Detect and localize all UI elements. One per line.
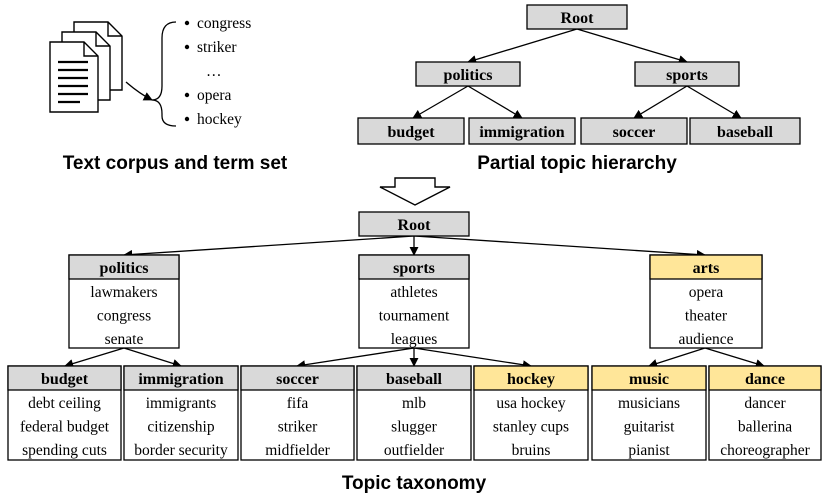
topic-name: music (629, 371, 669, 388)
topic-name: soccer (276, 371, 319, 388)
topic-term: slugger (391, 419, 437, 436)
topic-term: athletes (390, 284, 437, 301)
term-text: hockey (197, 111, 242, 128)
svg-text:immigration: immigration (479, 124, 564, 141)
topic-node-soccer: soccer fifa striker midfielder (240, 365, 355, 461)
topic-term: usa hockey (496, 395, 566, 412)
partial-node-budget: budget (357, 117, 465, 145)
topic-term: citizenship (147, 419, 214, 436)
topic-node-budget: budget debt ceiling federal budget spending… (7, 365, 122, 461)
term-item: striker (184, 39, 237, 56)
svg-text:sports: sports (666, 67, 708, 84)
topic-term: musicians (618, 395, 680, 412)
term-ellipsis: … (206, 63, 222, 80)
topic-node-baseball: baseball mlb slugger outfielder (356, 365, 472, 461)
transform-arrow-icon (379, 177, 451, 206)
topic-term: stanley cups (493, 419, 569, 436)
topic-term: guitarist (624, 419, 675, 436)
topic-term: opera (689, 284, 724, 301)
topic-name: dance (745, 371, 785, 388)
term-set-list: congress striker … opera hockey (184, 15, 251, 128)
taxonomy-edges (64, 235, 765, 370)
term-text: opera (197, 87, 232, 104)
topic-term: debt ceiling (28, 395, 101, 412)
topic-name: hockey (507, 371, 555, 388)
topic-term: lawmakers (90, 284, 157, 301)
topic-term: bruins (512, 442, 551, 459)
topic-term: pianist (628, 442, 670, 459)
topic-node-hockey: hockey usa hockey stanley cups bruins (473, 365, 589, 461)
topic-term: federal budget (20, 419, 110, 436)
topic-term: audience (678, 331, 733, 348)
topic-term: choreographer (720, 442, 810, 459)
topic-term: border security (134, 442, 228, 459)
topic-term: striker (278, 419, 318, 436)
topic-term: outfielder (384, 442, 445, 459)
topic-node-dance: dance dancer ballerina choreographer (708, 365, 822, 461)
topic-node-immigration: immigration immigrants citizenship border s… (123, 365, 239, 461)
topic-name: baseball (386, 371, 443, 388)
term-text: congress (197, 15, 251, 32)
topic-node-sports: sports athletes tournament leagues (358, 254, 470, 349)
term-text: striker (197, 39, 237, 56)
partial-caption: Partial topic hierarchy (477, 153, 677, 174)
taxonomy-caption: Topic taxonomy (342, 473, 487, 494)
topic-term: midfielder (265, 442, 330, 459)
corpus-caption: Text corpus and term set (63, 153, 288, 174)
topic-term: fifa (287, 395, 309, 412)
topic-term: spending cuts (22, 442, 107, 459)
svg-text:politics: politics (444, 67, 493, 84)
svg-text:Root: Root (398, 217, 432, 234)
topic-term: senate (105, 331, 144, 348)
topic-term: theater (685, 308, 728, 325)
svg-text:baseball: baseball (717, 124, 774, 141)
partial-hierarchy: Root politics sports budget immigration … (357, 4, 801, 145)
taxonomy-root-node: Root (358, 211, 470, 237)
term-item: hockey (184, 111, 242, 128)
partial-node-sports: sports (634, 61, 740, 87)
topic-term: congress (97, 308, 151, 325)
svg-text:budget: budget (387, 124, 435, 141)
topic-name: budget (41, 371, 89, 388)
partial-node-politics: politics (415, 61, 521, 87)
svg-text:soccer: soccer (613, 124, 656, 141)
partial-node-immigration: immigration (468, 117, 576, 145)
taxonomy-nodes: politics lawmakers congress senate sports ath… (7, 254, 822, 461)
term-item: congress (184, 15, 251, 32)
topic-name: sports (393, 260, 435, 277)
documents-icon (49, 21, 123, 113)
topic-term: leagues (391, 331, 437, 348)
topic-term: mlb (402, 395, 426, 412)
term-item: opera (184, 87, 232, 104)
partial-node-soccer: soccer (580, 117, 688, 145)
term-set-brace (151, 21, 177, 127)
partial-node-baseball: baseball (689, 117, 801, 145)
topic-node-politics: politics lawmakers congress senate (68, 254, 180, 349)
corpus-arrow (125, 81, 153, 101)
topic-term: immigrants (146, 395, 217, 412)
topic-term: tournament (379, 308, 450, 325)
topic-term: dancer (744, 395, 786, 412)
topic-node-arts: arts opera theater audience (649, 254, 763, 349)
svg-text:Root: Root (561, 10, 595, 27)
partial-root-node: Root (526, 4, 628, 30)
topic-node-music: music musicians guitarist pianist (591, 365, 707, 461)
topic-name: immigration (138, 371, 223, 388)
topic-name: arts (693, 260, 720, 277)
topic-name: politics (100, 260, 149, 277)
topic-term: ballerina (738, 419, 792, 436)
